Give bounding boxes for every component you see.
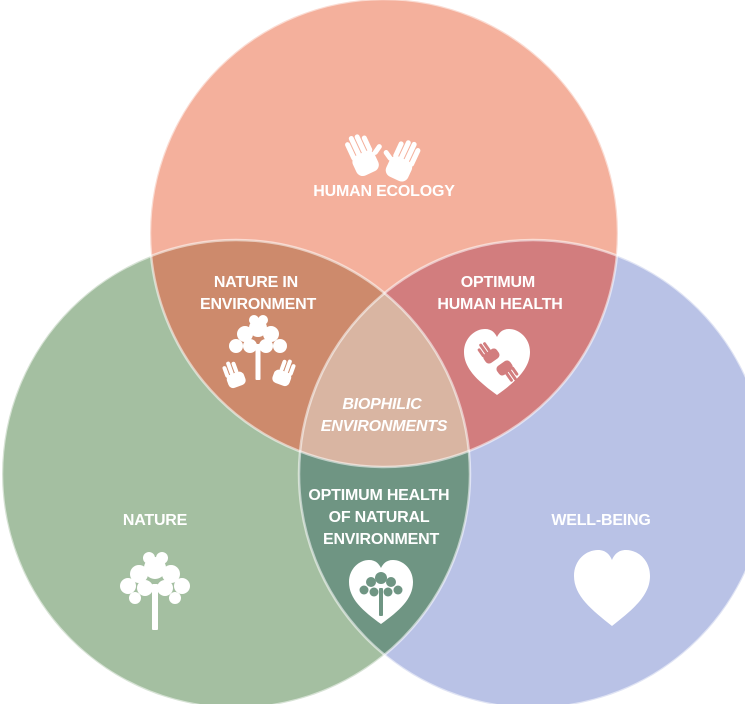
tree-in-hands-icon bbox=[222, 315, 296, 389]
label-nature-in-environment: NATURE IN ENVIRONMENT bbox=[200, 274, 316, 313]
label-human-ecology: HUMAN ECOLOGY bbox=[313, 183, 455, 200]
label-optimum-human-health-line1: OPTIMUM bbox=[461, 274, 535, 291]
label-nature-in-environment-line2: ENVIRONMENT bbox=[200, 296, 316, 313]
tree-in-heart-icon bbox=[349, 560, 413, 624]
label-nature: NATURE bbox=[123, 512, 188, 529]
overlap-biophilic-environments bbox=[299, 240, 470, 467]
label-ohne-line2: OF NATURAL bbox=[329, 509, 430, 526]
label-biophilic-line1: BIOPHILIC bbox=[342, 396, 422, 413]
heart-with-hands-icon bbox=[464, 329, 530, 395]
label-nature-in-environment-line1: NATURE IN bbox=[214, 274, 298, 291]
label-biophilic-line2: ENVIRONMENTS bbox=[321, 418, 448, 435]
label-optimum-health-natural-environment: OPTIMUM HEALTH OF NATURAL ENVIRONMENT bbox=[308, 487, 453, 548]
label-biophilic-environments: BIOPHILIC ENVIRONMENTS bbox=[321, 396, 448, 435]
label-ohne-line1: OPTIMUM HEALTH bbox=[308, 487, 449, 504]
heart-icon bbox=[574, 550, 650, 626]
label-optimum-human-health: OPTIMUM HUMAN HEALTH bbox=[437, 274, 562, 313]
label-optimum-human-health-line2: HUMAN HEALTH bbox=[437, 296, 562, 313]
hands-icon bbox=[345, 134, 421, 182]
label-well-being: WELL-BEING bbox=[551, 512, 650, 529]
tree-icon bbox=[120, 552, 190, 630]
label-ohne-line3: ENVIRONMENT bbox=[323, 531, 439, 548]
